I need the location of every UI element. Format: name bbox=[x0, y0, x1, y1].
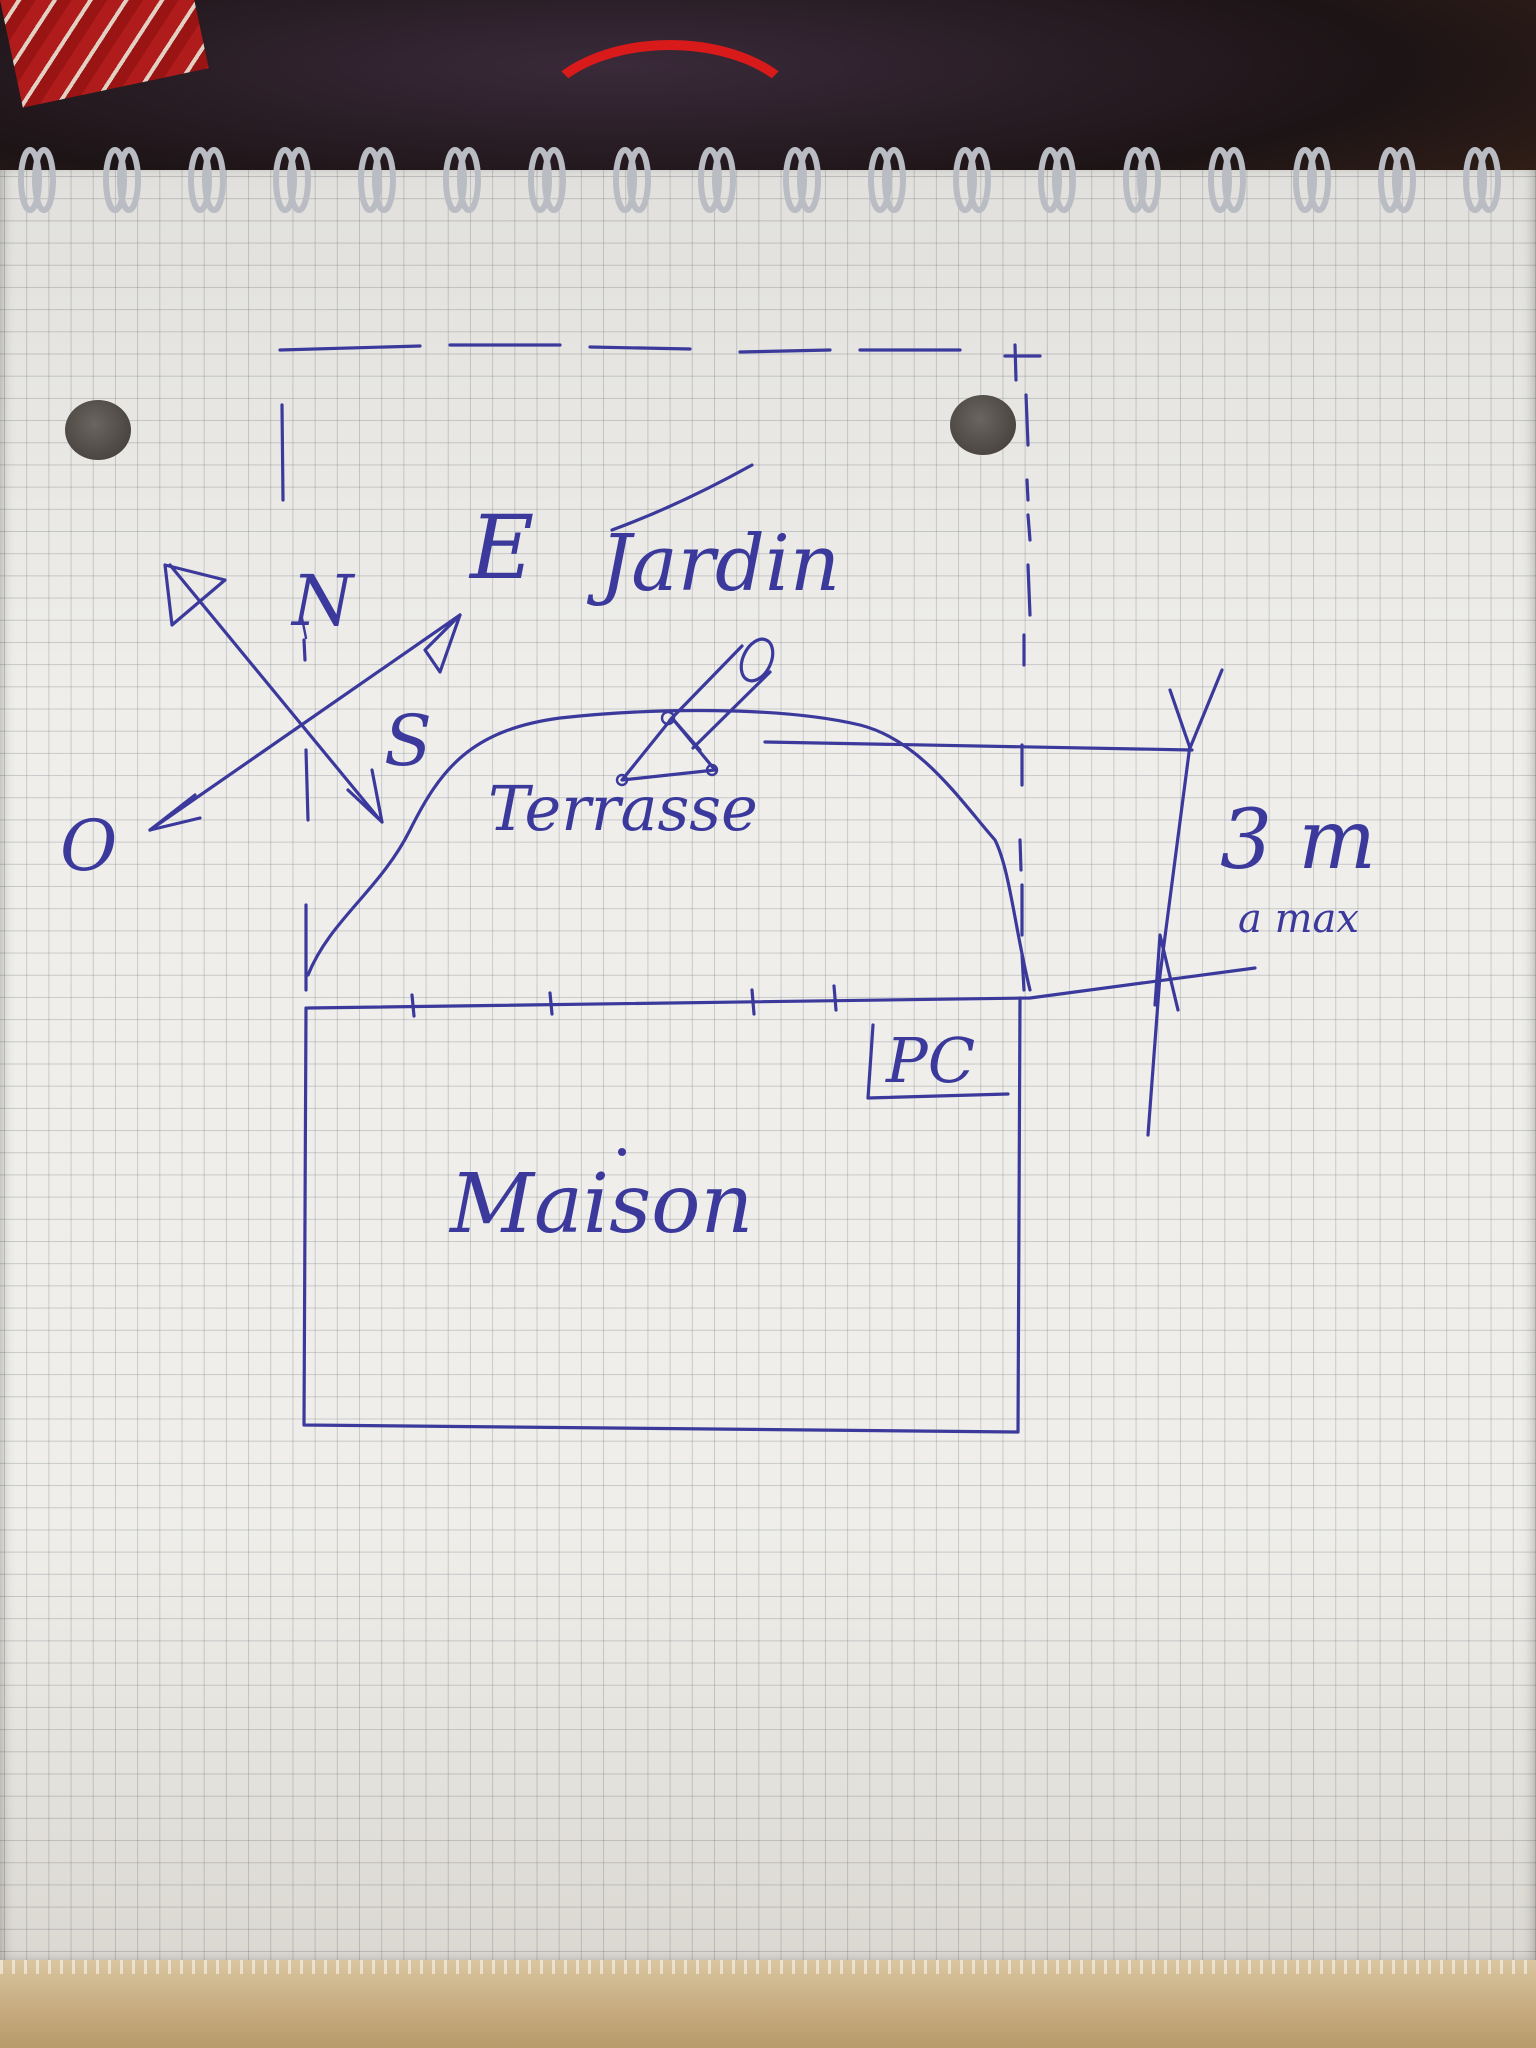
spiral-ring bbox=[1477, 147, 1501, 213]
spiral-ring bbox=[1123, 147, 1147, 213]
house-label: Maison bbox=[448, 1157, 753, 1252]
spiral-ring bbox=[1307, 147, 1331, 213]
spiral-ring bbox=[1208, 147, 1232, 213]
spiral-ring bbox=[1392, 147, 1416, 213]
spiral-ring bbox=[1293, 147, 1317, 213]
distance-note: a max bbox=[1238, 896, 1359, 942]
distance-label: 3 m bbox=[1220, 793, 1376, 888]
spiral-ring bbox=[372, 147, 396, 213]
spiral-ring bbox=[967, 147, 991, 213]
house-dot bbox=[618, 1148, 626, 1156]
spiral-ring bbox=[528, 147, 552, 213]
punch-hole-right bbox=[950, 395, 1016, 455]
spiral-ring bbox=[443, 147, 467, 213]
red-cable bbox=[530, 40, 810, 210]
spiral-ring bbox=[1137, 147, 1161, 213]
garden-top-boundary bbox=[278, 343, 1042, 358]
compass-north-label: N bbox=[290, 560, 356, 642]
spiral-ring bbox=[1463, 147, 1487, 213]
spiral-ring bbox=[783, 147, 807, 213]
spiral-ring bbox=[117, 147, 141, 213]
pc-label: PC bbox=[885, 1024, 975, 1097]
spiral-ring bbox=[698, 147, 722, 213]
distance-dimension bbox=[1146, 668, 1224, 1137]
wall-ticks bbox=[410, 984, 838, 1018]
spiral-binding bbox=[18, 147, 1501, 213]
spiral-ring bbox=[1222, 147, 1246, 213]
terrace-reference-line bbox=[763, 740, 1194, 752]
compass-south-label: S bbox=[384, 700, 432, 782]
spiral-ring bbox=[627, 147, 651, 213]
spiral-ring bbox=[202, 147, 226, 213]
compass-east-label: E bbox=[468, 496, 534, 599]
spiral-ring bbox=[613, 147, 637, 213]
spiral-ring bbox=[1378, 147, 1402, 213]
spiral-ring bbox=[542, 147, 566, 213]
spiral-ring bbox=[103, 147, 127, 213]
garden-label: Jardin bbox=[586, 519, 840, 609]
spiral-ring bbox=[358, 147, 382, 213]
spiral-ring bbox=[882, 147, 906, 213]
spiral-ring bbox=[287, 147, 311, 213]
compass-west-label: O bbox=[60, 805, 117, 887]
spiral-ring bbox=[868, 147, 892, 213]
garden-label-stroke bbox=[610, 463, 754, 532]
spiral-ring bbox=[1038, 147, 1062, 213]
spiral-ring bbox=[457, 147, 481, 213]
spiral-ring bbox=[712, 147, 736, 213]
garden-left-boundary bbox=[280, 403, 310, 992]
antenna-sketch bbox=[615, 637, 775, 787]
notebook-page bbox=[0, 170, 1536, 1970]
spiral-ring bbox=[1052, 147, 1076, 213]
terrace-outline bbox=[306, 708, 1032, 992]
garden-right-boundary bbox=[1013, 343, 1032, 992]
compass-rose bbox=[148, 563, 462, 832]
house-north-wall bbox=[306, 966, 1257, 1010]
spiral-ring bbox=[18, 147, 42, 213]
house-outline bbox=[302, 996, 1022, 1434]
spiral-ring bbox=[188, 147, 212, 213]
pc-box bbox=[866, 1023, 1010, 1100]
table-edge bbox=[0, 1960, 1536, 2048]
spiral-ring bbox=[953, 147, 977, 213]
punch-hole-left bbox=[65, 400, 131, 460]
spiral-ring bbox=[32, 147, 56, 213]
spiral-ring bbox=[797, 147, 821, 213]
spiral-ring bbox=[273, 147, 297, 213]
terrace-label: Terrasse bbox=[488, 772, 758, 845]
